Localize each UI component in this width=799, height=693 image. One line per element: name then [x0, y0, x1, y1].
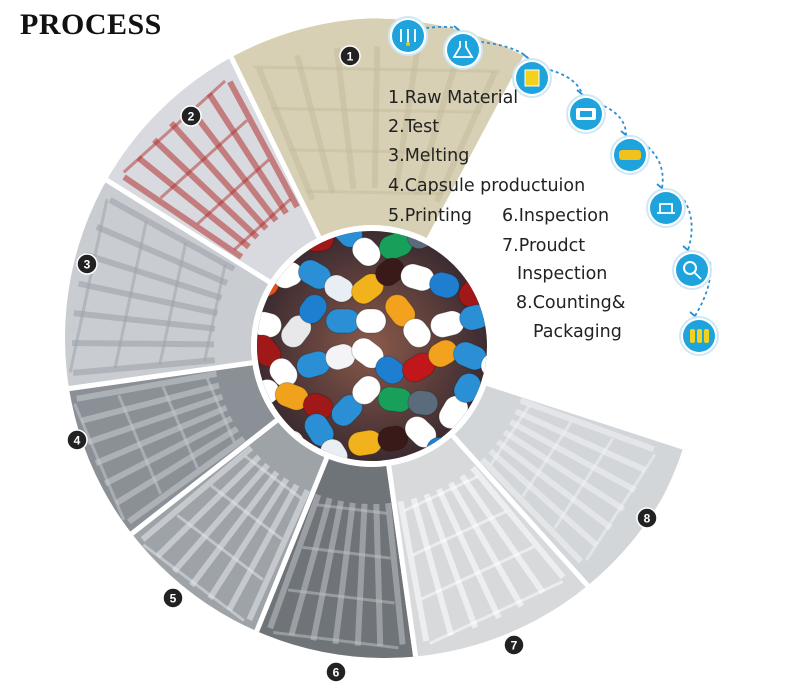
- svg-text:7: 7: [511, 639, 518, 653]
- melting-tanks-photo: [65, 167, 276, 395]
- capsule: [347, 425, 409, 457]
- capsule: [330, 375, 382, 427]
- test-tubes-icon: [388, 16, 428, 56]
- capsule: [296, 343, 356, 379]
- capsule: [401, 339, 459, 383]
- machine-icon: [566, 94, 606, 134]
- capsule: [325, 308, 387, 334]
- flow-arrow: [683, 199, 693, 251]
- step-4-badge: 4: [66, 429, 88, 451]
- step-6-label: 6.Inspection: [502, 206, 610, 226]
- capsule: [351, 337, 405, 385]
- svg-text:1: 1: [347, 50, 354, 64]
- capsule: [280, 294, 328, 348]
- step-7-badge: 7: [503, 634, 525, 656]
- step-5-badge: 5: [162, 587, 184, 609]
- step-4-label: 4.Capsule productuion: [388, 176, 586, 196]
- step-2-label: 2.Test: [388, 117, 440, 137]
- step-7-label: 7.Proudct: [502, 236, 586, 256]
- magnifier-icon: [672, 250, 712, 290]
- step-3-label: 3.Melting: [388, 146, 470, 166]
- capsule: [274, 382, 334, 420]
- capsule: [351, 257, 405, 305]
- raw-material-photo: [223, 18, 531, 246]
- step-2-badge: 2: [180, 105, 202, 127]
- capsule: [400, 263, 460, 299]
- step-8-badge: 8: [636, 507, 658, 529]
- svg-text:4: 4: [74, 434, 81, 448]
- capsule: [452, 341, 487, 381]
- svg-text:5: 5: [170, 592, 177, 606]
- svg-text:8: 8: [644, 512, 651, 526]
- flask-icon: [443, 30, 483, 70]
- step-5-label: 5.Printing: [388, 206, 473, 226]
- capsule: [377, 386, 439, 416]
- capsule-pile-image: [251, 225, 493, 467]
- step-6-badge: 6: [325, 661, 347, 683]
- step-8-label-cont: Packaging: [533, 322, 622, 342]
- svg-text:6: 6: [333, 666, 340, 680]
- printer-icon: [646, 188, 686, 228]
- capsule: [257, 334, 298, 388]
- flow-arrow: [694, 261, 712, 317]
- flow-arrow: [647, 146, 664, 189]
- step-1-label: 1.Raw Material: [388, 88, 519, 108]
- capsule: [384, 294, 432, 348]
- svg-text:3: 3: [84, 258, 91, 272]
- flow-arrow: [603, 105, 627, 136]
- capsule-bottles-icon: [679, 316, 719, 356]
- capsule-tray-icon: [610, 135, 650, 175]
- page-title: PROCESS: [20, 8, 162, 41]
- beaker-icon: [512, 58, 552, 98]
- svg-text:2: 2: [188, 110, 195, 124]
- step-7-label-cont: Inspection: [517, 264, 608, 284]
- step-8-label: 8.Counting&: [516, 293, 626, 313]
- flow-arrow: [549, 69, 583, 95]
- capsule: [297, 259, 355, 303]
- step-3-badge: 3: [76, 253, 98, 275]
- step-1-badge: 1: [339, 45, 361, 67]
